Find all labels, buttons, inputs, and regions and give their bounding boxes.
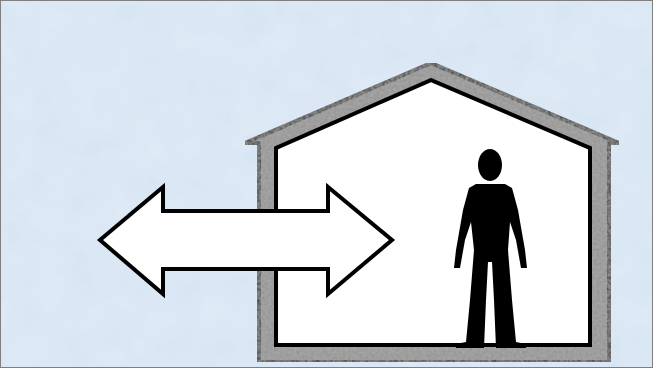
person-head [478,149,502,181]
